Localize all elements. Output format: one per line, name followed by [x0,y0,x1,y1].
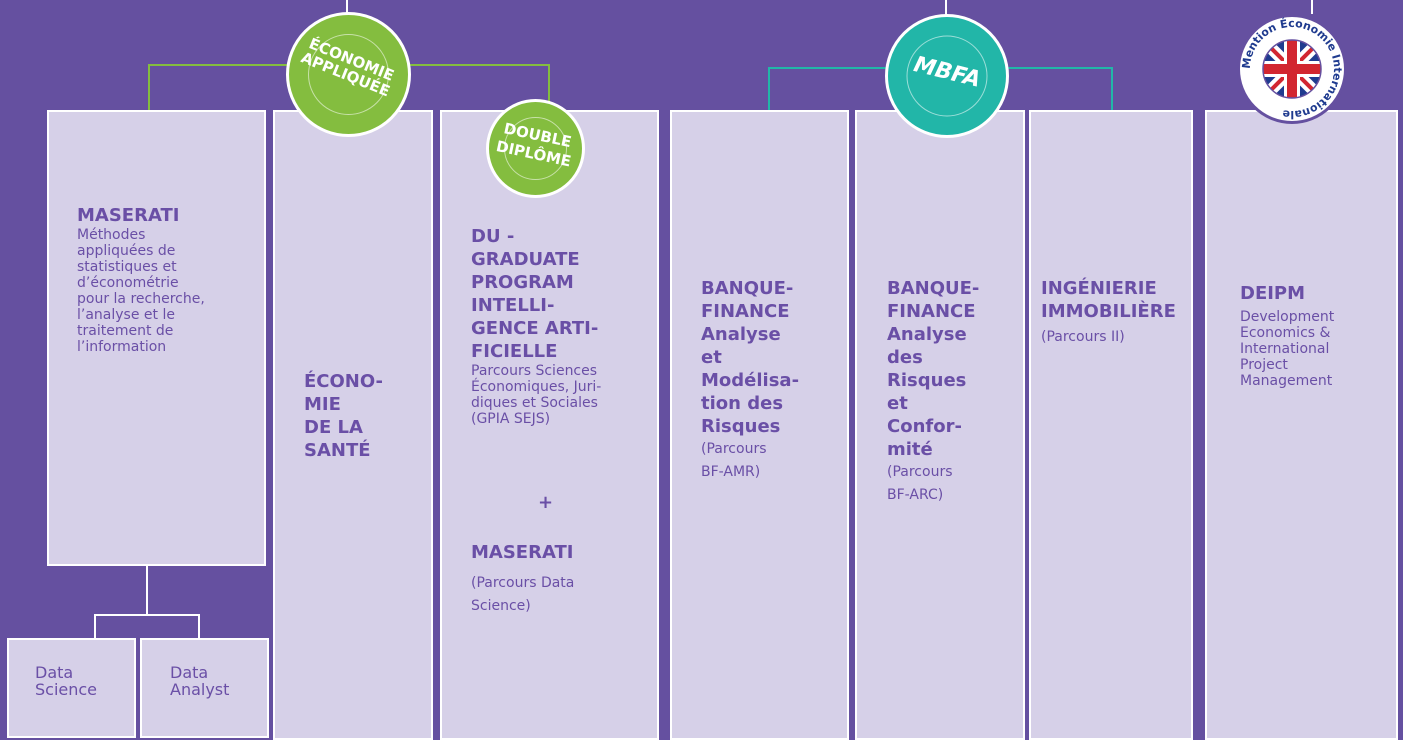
du-second-title: MASERATI [471,542,574,563]
badge-mbfa: MBFA [885,14,1009,138]
immo-description: (Parcours II) [1041,329,1125,345]
maserati-description: Méthodes appliquées de statistiques et d… [77,227,205,355]
plus-sign: + [538,492,554,513]
sub-box-data-analyst: Data Analyst [140,638,269,738]
uk-flag-icon: Mention Économie Internationale [1240,17,1344,121]
connector-top-mbfa [945,0,947,20]
program-box-immobilier: INGÉNIERIE IMMOBILIÈRE (Parcours II) [1029,110,1193,740]
du-title: DU - GRADUATE PROGRAM INTELLI- GENCE ART… [471,226,599,362]
bf-arc-description: (Parcours BF-ARC) [887,464,953,503]
du-second-description: (Parcours Data Science) [471,575,575,614]
data-science-label: Data Science [35,663,98,699]
bf-amr-title: BANQUE- FINANCE Analyse et Modélisa- tio… [701,278,800,437]
connector-top-mention [1311,0,1313,14]
badge-ring-icon [504,117,567,180]
data-analyst-label: Data Analyst [170,663,230,699]
deipm-title: DEIPM [1240,283,1306,304]
program-box-sante: ÉCONO- MIE DE LA SANTÉ [273,110,433,740]
badge-ring-icon [308,34,389,115]
connector-top-economie [346,0,348,20]
deipm-description: Development Economics & International Pr… [1240,309,1335,389]
program-box-bf-amr: BANQUE- FINANCE Analyse et Modélisa- tio… [670,110,849,740]
connector-maserati-bracket [94,614,200,640]
badge-mention-internationale: Mention Économie Internationale [1237,14,1347,124]
program-box-bf-arc: BANQUE- FINANCE Analyse des Risques et C… [855,110,1025,740]
bf-amr-description: (Parcours BF-AMR) [701,441,767,480]
program-box-deipm: DEIPM Development Economics & Internatio… [1205,110,1398,740]
bf-arc-title: BANQUE- FINANCE Analyse des Risques et C… [887,278,980,460]
maserati-title: MASERATI [77,205,180,226]
connector-maserati-down [146,564,148,614]
sub-box-data-science: Data Science [7,638,136,738]
sante-title: ÉCONO- MIE DE LA SANTÉ [304,371,383,461]
badge-double-diplome: DOUBLE DIPLÔME [486,99,585,198]
badge-ring-icon [906,35,988,117]
badge-economie-appliquee: ÉCONOMIE APPLIQUÉE [286,12,411,137]
immo-title: INGÉNIERIE IMMOBILIÈRE [1041,278,1176,322]
program-box-du-ia: DU - GRADUATE PROGRAM INTELLI- GENCE ART… [440,110,659,740]
du-description: Parcours Sciences Économiques, Juri- diq… [471,363,602,427]
program-box-maserati: MASERATI Méthodes appliquées de statisti… [47,110,266,566]
